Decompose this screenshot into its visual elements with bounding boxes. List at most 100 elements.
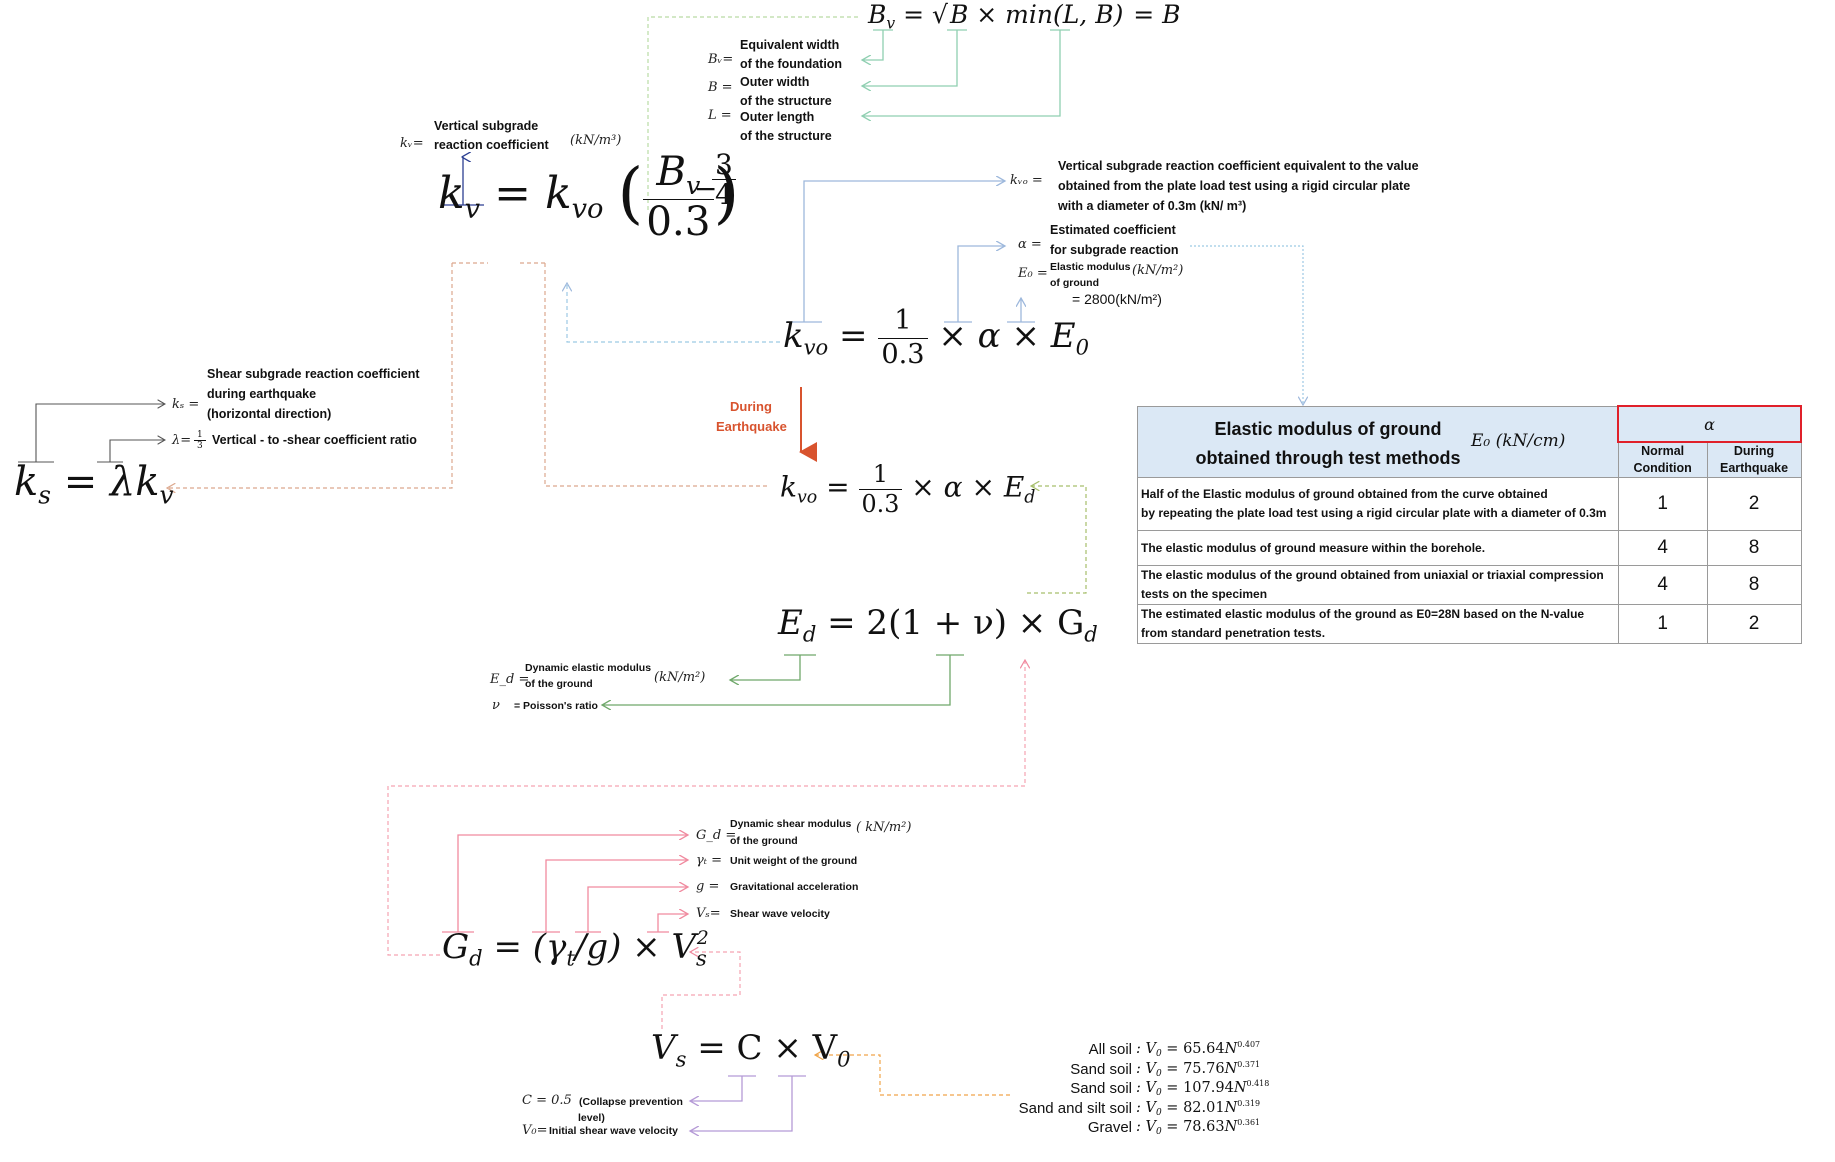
table-cell-earthquake: 2: [1706, 604, 1802, 644]
v0-soil-name: Gravel: [1087, 1119, 1132, 1136]
gd-rhs-2-sup: 2: [696, 928, 709, 949]
gd-legend-unit: ( kN/m²): [856, 820, 912, 835]
kvo-eq-lhs-sub: vo: [796, 487, 818, 508]
table-col-earthquake: During Earthquake: [1706, 441, 1802, 478]
ks-legend-line-2: during earthquake: [207, 387, 317, 401]
table-cell-method: The elastic modulus of ground measure wi…: [1137, 530, 1619, 566]
ks-lhs: k: [14, 459, 39, 505]
vs-lhs-sub: s: [675, 1046, 687, 1072]
kv-frac-num-sub: v: [686, 170, 701, 200]
table-title-line-1: Elastic modulus of ground: [1214, 418, 1442, 439]
alpha-legend: α = Estimated coefficient for subgrade r…: [1010, 221, 1210, 261]
vs-rhs: = C × V: [686, 1028, 838, 1068]
table-alpha-header: α: [1617, 405, 1802, 443]
ks-legend: Shear subgrade reaction coefficient kₛ =…: [172, 365, 452, 455]
kvo-frac-num: 1: [878, 305, 928, 339]
table-cell-normal: 4: [1617, 530, 1708, 566]
alpha-legend-line-1: Estimated coefficient: [1050, 223, 1176, 237]
bv-lhs: B: [868, 0, 887, 29]
v0-coef: 75.76: [1183, 1060, 1225, 1077]
e0-legend: E₀ = Elastic modulus of ground (kN/m²) =…: [1010, 259, 1230, 313]
gd-legend: G_d = Dynamic shear modulus of the groun…: [696, 816, 936, 926]
e0-legend-symbol: E₀ =: [1018, 266, 1048, 281]
v0-soil-name: Sand and silt soil: [1018, 1099, 1132, 1117]
e0-legend-line-1: Elastic modulus: [1050, 261, 1131, 273]
gd-legend-line-gamma: Unit weight of the ground: [730, 855, 858, 867]
v0-formula-row: Gravel : V0 = 78.63N0.361: [990, 1118, 1330, 1138]
ed-legend-line-1: Dynamic elastic modulus: [525, 662, 652, 674]
kv-frac-den: 0.3: [646, 197, 711, 246]
vs-lhs: V: [651, 1028, 676, 1068]
e0-legend-unit: (kN/m²): [1132, 263, 1184, 278]
kvo-symbol: k: [544, 167, 572, 219]
v0-soil-name: Sand soil: [1070, 1060, 1132, 1078]
vs-equation: Vs = C × V0: [651, 1031, 851, 1069]
gd-legend-symbol-vs: Vₛ=: [696, 906, 721, 921]
table-cell-method: The elastic modulus of the ground obtain…: [1137, 565, 1619, 605]
bv-eq-sign: =: [903, 0, 925, 29]
sqrt-sign: √: [932, 0, 948, 29]
gd-legend-line-gd-1: Dynamic shear modulus: [730, 818, 852, 830]
gd-rhs-2-sub: s: [696, 945, 707, 971]
gd-rhs-2: /g) × V: [574, 927, 697, 968]
e0-legend-value: = 2800(kN/m²): [1072, 291, 1162, 307]
gd-lhs: G: [442, 927, 470, 968]
v0-formula-list: All soil : V0 = 65.64N0.407 Sand soil : …: [990, 1040, 1330, 1138]
kv-label: kᵥ= Vertical subgrade reaction coefficie…: [400, 115, 660, 159]
kvo-legend-line-3: with a diameter of 0.3m (kN/ m³): [1058, 199, 1247, 213]
earthquake-label-line-2: Earthquake: [716, 419, 787, 434]
alpha-legend-line-2: for subgrade reaction: [1050, 243, 1179, 257]
bv-legend: Bᵥ= Equivalent width of the foundation B…: [708, 36, 928, 148]
kvo-rest: × α × E: [938, 316, 1076, 357]
kvo-lhs-sub: vo: [803, 334, 829, 360]
bv-lhs-sub: v: [886, 14, 896, 33]
ed-legend-nu-symbol: ν: [492, 698, 500, 713]
ks-legend-symbol: kₛ =: [172, 397, 200, 412]
gd-legend-symbol-g: g =: [696, 879, 720, 894]
table-cell-normal: 1: [1617, 604, 1708, 644]
bv-result: = B: [1133, 0, 1181, 29]
bv-legend-text-bv-2: of the foundation: [740, 57, 843, 71]
gd-legend-symbol-gd: G_d =: [696, 828, 737, 843]
ed-rhs: = 2(1 + ν) × G: [827, 603, 1085, 643]
ed-legend: E_d = Dynamic elastic modulus of the gro…: [490, 660, 730, 718]
lambda-legend-symbol: λ=: [172, 433, 192, 448]
bv-legend-text-l-1: Outer length: [740, 110, 815, 124]
gd-equation: Gd = (γt/g) × Vs2: [442, 927, 709, 971]
vs-rhs-sub: 0: [837, 1046, 851, 1072]
kvo-frac-den: 0.3: [881, 338, 925, 370]
vs-legend: C = 0.5 (Collapse prevention level) V₀= …: [522, 1091, 702, 1141]
alpha-legend-symbol: α =: [1018, 237, 1042, 252]
table-row: The elastic modulus of ground measure wi…: [1137, 530, 1802, 566]
bv-legend-text-b-2: of the structure: [740, 94, 832, 108]
lambda-frac-den: 3: [197, 441, 203, 451]
table-row: The estimated elastic modulus of the gro…: [1137, 604, 1802, 644]
gd-rhs-1-sub: t: [566, 945, 575, 971]
vs-legend-v0-text: Initial shear wave velocity: [549, 1125, 678, 1137]
ed-legend-nu-text: = Poisson's ratio: [514, 700, 598, 712]
table-cell-normal: 4: [1617, 565, 1708, 605]
v0-soil-name: All soil: [1088, 1041, 1132, 1058]
kvo-legend-symbol: kᵥₒ =: [1010, 173, 1043, 188]
kvo-legend-line-1: Vertical subgrade reaction coefficient e…: [1058, 159, 1419, 173]
kv-label-symbol: kᵥ=: [400, 136, 424, 151]
kvo-symbol-sub: vo: [571, 193, 604, 225]
kvo-eq-rest: × α × E: [911, 470, 1025, 504]
kvo-legend-line-2: obtained from the plate load test using …: [1058, 179, 1411, 193]
table-col-normal: Normal Condition: [1617, 441, 1708, 478]
ed-legend-unit: (kN/m²): [654, 670, 706, 685]
gd-legend-line-gd-2: of the ground: [730, 835, 798, 847]
v0-coef: 65.64: [1183, 1040, 1225, 1057]
v0-exp: 0.371: [1237, 1059, 1261, 1069]
table-cell-normal: 1: [1617, 477, 1708, 531]
bv-legend-text-l-2: of the structure: [740, 129, 832, 143]
table-cell-method: The estimated elastic modulus of the gro…: [1137, 604, 1619, 644]
v0-coef: 78.63: [1183, 1118, 1225, 1135]
ks-rhs-sub: v: [159, 480, 174, 510]
kv-label-text-2: reaction coefficient: [434, 138, 549, 152]
